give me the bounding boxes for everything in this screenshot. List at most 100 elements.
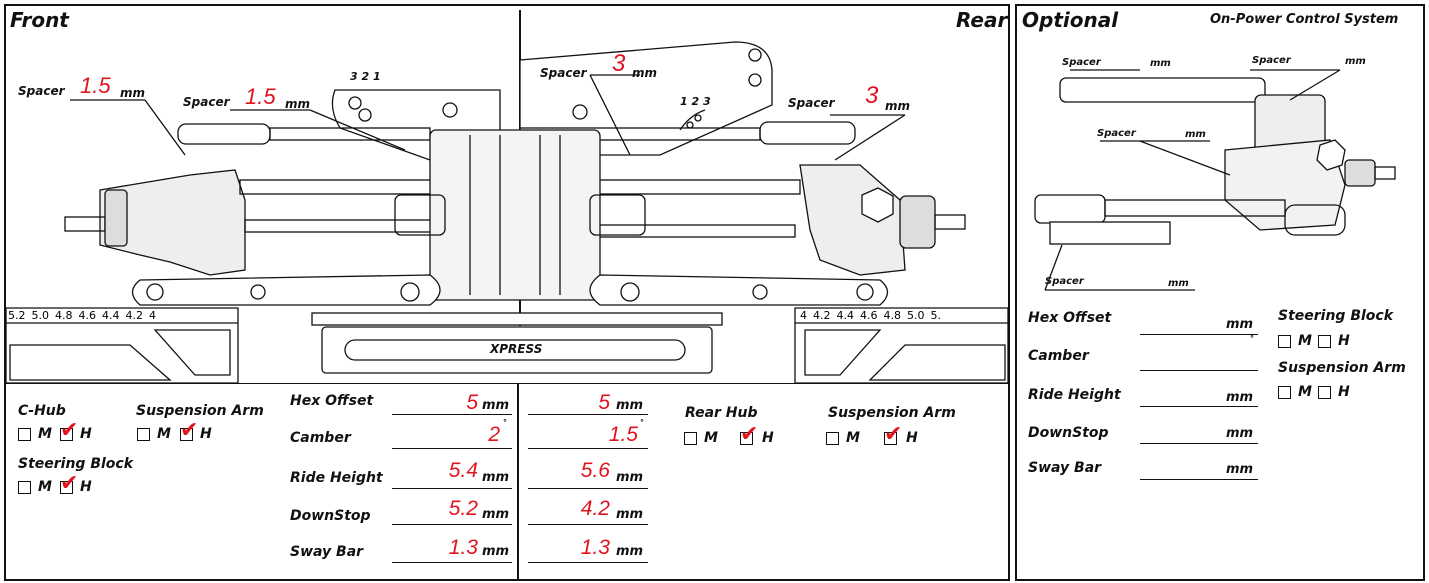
rear-downstop-line [528, 524, 648, 525]
sway-bar-label: Sway Bar [290, 544, 364, 560]
front-title: Front [10, 8, 69, 32]
opc-spacer-label-1: Spacer [1062, 57, 1101, 68]
opt-downstop-unit: mm [1226, 426, 1254, 441]
steering-block-h-label: H [80, 479, 92, 495]
rear-hub-m-checkbox[interactable] [684, 432, 697, 445]
rear-outer-spacer-value: 3 [865, 82, 879, 109]
gauge-tick: 5. [930, 309, 942, 322]
rear-outer-spacer-label: Spacer [788, 96, 835, 110]
front-outer-spacer-value: 1.5 [80, 73, 111, 98]
rear-inner-spacer-unit: mm [632, 66, 658, 80]
front-inner-spacer-label: Spacer [183, 95, 230, 109]
front-downstop-value[interactable]: 5.2 [448, 497, 478, 520]
front-hex-offset-value[interactable]: 5 [466, 391, 478, 414]
center-divider-lower [517, 384, 519, 581]
front-susp-arm-h-label: H [200, 426, 212, 442]
opt-sway-bar-unit: mm [1226, 462, 1254, 477]
opt-hex-offset-line [1140, 334, 1258, 335]
steering-block-m-checkbox[interactable] [18, 481, 31, 494]
opt-susp-arm-m-checkbox[interactable] [1278, 386, 1291, 399]
hole-numbers-left: 3 2 1 [350, 70, 381, 83]
main-panel-frame [4, 4, 1010, 581]
opt-camber-deg: ° [1250, 334, 1254, 343]
gauge-tick: 4.8 [883, 309, 902, 322]
opt-camber-label: Camber [1028, 348, 1089, 364]
opt-ride-height-unit: mm [1226, 390, 1254, 405]
front-downstop-line [392, 524, 512, 525]
ride-height-label: Ride Height [290, 470, 383, 486]
optional-panel-frame [1015, 4, 1425, 581]
opt-steering-block-label: Steering Block [1278, 308, 1394, 324]
front-hex-offset-line [392, 414, 512, 415]
gauge-tick: 4 [149, 309, 156, 322]
gauge-tick: 4.4 [836, 309, 855, 322]
front-outer-spacer-unit: mm [120, 86, 146, 100]
downstop-label: DownStop [290, 508, 371, 524]
rear-outer-spacer-unit: mm [885, 99, 911, 113]
opt-susp-arm-m-label: M [1298, 384, 1312, 400]
rear-camber-line [528, 448, 648, 449]
rear-hub-h-label: H [762, 430, 774, 446]
steering-block-label: Steering Block [18, 456, 134, 472]
front-susp-arm-h-checkbox[interactable] [180, 428, 193, 441]
rear-inner-spacer-label: Spacer [540, 66, 587, 80]
hex-offset-label: Hex Offset [290, 393, 374, 409]
rear-camber-deg: ° [640, 418, 644, 427]
form-top-border [4, 383, 1010, 384]
c-hub-h-checkbox[interactable] [60, 428, 73, 441]
front-camber-value[interactable]: 2 [488, 423, 500, 446]
opt-camber-line [1140, 370, 1258, 371]
front-inner-spacer-unit: mm [285, 97, 311, 111]
c-hub-m-label: M [38, 426, 52, 442]
rear-downstop-unit: mm [616, 507, 644, 522]
front-susp-arm-m-checkbox[interactable] [137, 428, 150, 441]
rear-susp-arm-label: Suspension Arm [828, 405, 956, 421]
rear-sway-bar-unit: mm [616, 544, 644, 559]
gauge-tick: 5.0 [907, 309, 925, 322]
gauge-tick: 4.4 [102, 309, 120, 322]
opt-ride-height-line [1140, 406, 1258, 407]
opt-sway-bar-line [1140, 479, 1258, 480]
rear-susp-arm-m-checkbox[interactable] [826, 432, 839, 445]
opt-downstop-line [1140, 443, 1258, 444]
ride-height-gauge-right: 4 4.2 4.4 4.6 4.8 5.0 5. [800, 309, 941, 322]
steering-block-h-checkbox[interactable] [60, 481, 73, 494]
opc-spacer-unit-4: mm [1168, 278, 1189, 289]
front-ride-height-unit: mm [482, 470, 510, 485]
optional-title: Optional [1022, 8, 1119, 32]
rear-inner-spacer-value: 3 [612, 50, 626, 77]
gauge-tick: 4.2 [813, 309, 831, 322]
c-hub-label: C-Hub [18, 403, 66, 419]
rear-ride-height-value[interactable]: 5.6 [580, 459, 610, 482]
rear-hub-label: Rear Hub [685, 405, 758, 421]
opc-spacer-unit-2: mm [1345, 56, 1366, 67]
hole-numbers-right: 1 2 3 [680, 95, 711, 108]
opt-steering-block-h-checkbox[interactable] [1318, 335, 1331, 348]
front-sway-bar-value[interactable]: 1.3 [448, 536, 478, 559]
gauge-tick: 4.2 [125, 309, 144, 322]
opt-steering-block-m-checkbox[interactable] [1278, 335, 1291, 348]
c-hub-m-checkbox[interactable] [18, 428, 31, 441]
rear-hex-offset-value[interactable]: 5 [598, 391, 610, 414]
rear-susp-arm-h-checkbox[interactable] [884, 432, 897, 445]
front-downstop-unit: mm [482, 507, 510, 522]
opt-hex-offset-unit: mm [1226, 317, 1254, 332]
rear-downstop-value[interactable]: 4.2 [580, 497, 610, 520]
gauge-tick: 4 [800, 309, 807, 322]
rear-camber-value[interactable]: 1.5 [608, 423, 638, 446]
rear-title: Rear [956, 8, 1008, 32]
front-ride-height-value[interactable]: 5.4 [448, 459, 478, 482]
rear-hub-h-checkbox[interactable] [740, 432, 753, 445]
opt-steering-block-h-label: H [1338, 333, 1350, 349]
front-susp-arm-h-check-icon: ✔ [180, 418, 199, 443]
front-outer-spacer-label: Spacer [18, 84, 65, 98]
opt-susp-arm-h-checkbox[interactable] [1318, 386, 1331, 399]
front-camber-deg: ° [503, 418, 507, 427]
front-sway-bar-line [392, 562, 512, 563]
rear-sway-bar-value[interactable]: 1.3 [580, 536, 610, 559]
opc-spacer-label-4: Spacer [1045, 276, 1084, 287]
front-inner-spacer-value: 1.5 [245, 84, 276, 109]
xpress-logo: XPRESS [490, 342, 543, 356]
front-hex-offset-unit: mm [482, 398, 510, 413]
opc-spacer-unit-3: mm [1185, 129, 1206, 140]
